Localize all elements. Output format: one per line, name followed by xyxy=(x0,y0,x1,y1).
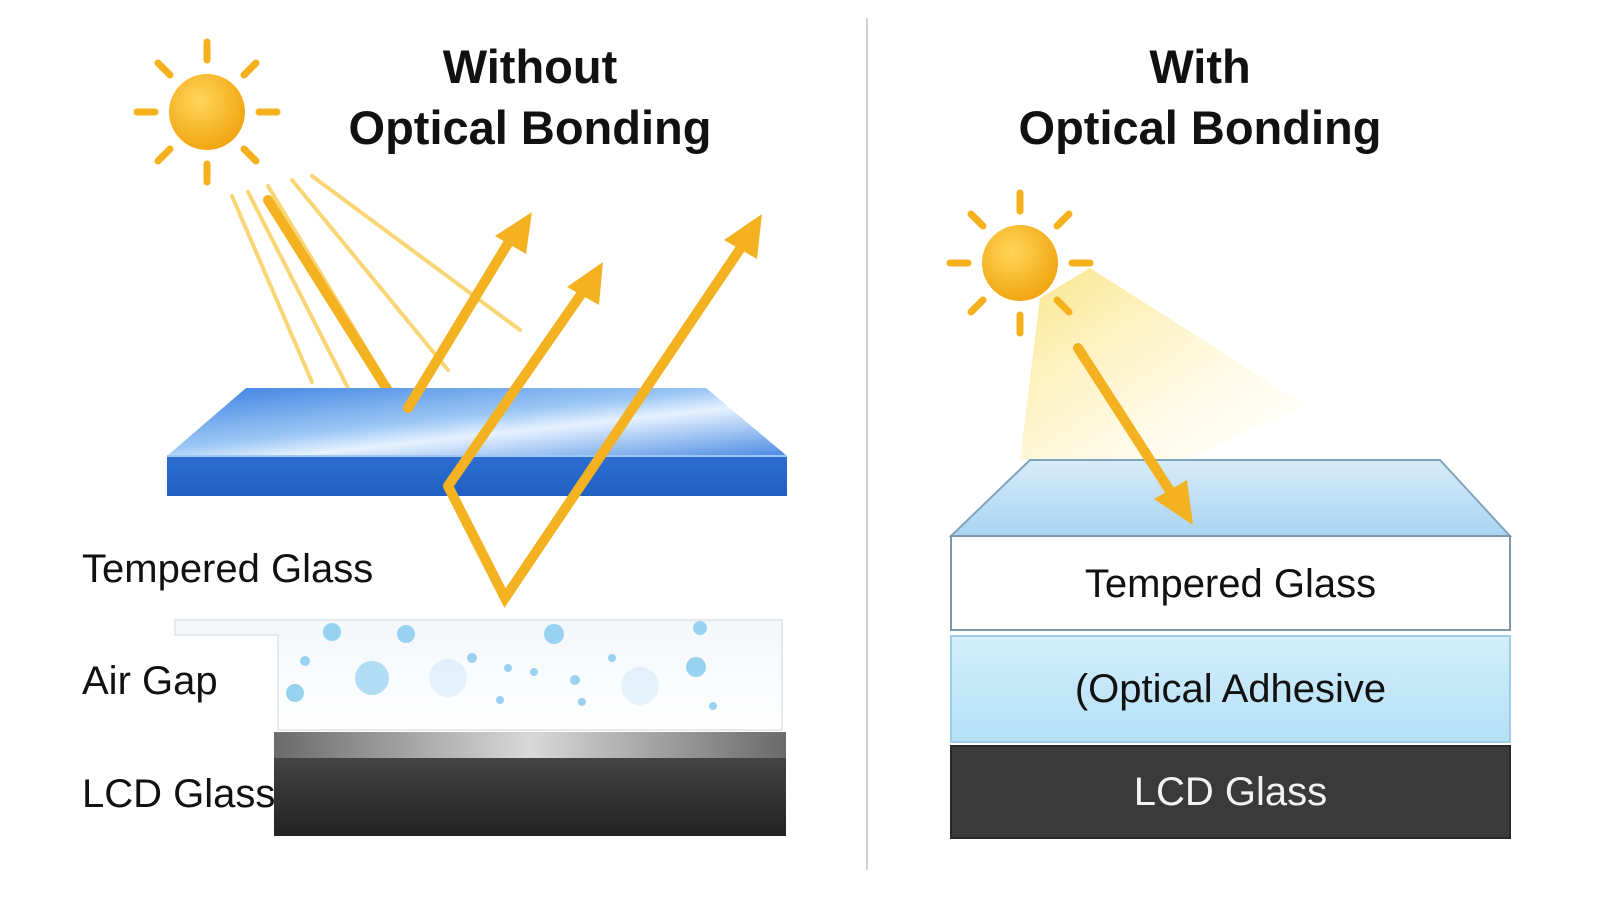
label-lcd-glass-right: LCD Glass xyxy=(1133,770,1328,814)
bonded-stack xyxy=(948,459,1513,839)
air-gap-layer xyxy=(174,619,783,731)
light-beam xyxy=(1020,268,1305,460)
optical-adhesive-layer xyxy=(950,635,1511,743)
left-title-line1: Without xyxy=(442,40,618,93)
reflected-arrows xyxy=(403,212,762,608)
label-lcd-glass-left: LCD Glass xyxy=(82,772,276,816)
label-optical-adhesive: (Optical Adhesive xyxy=(1074,667,1387,711)
right-title: With Optical Bonding xyxy=(1000,36,1400,158)
lcd-glass-layer-left xyxy=(274,732,786,836)
incoming-arrow xyxy=(1073,343,1193,525)
air-bubbles xyxy=(286,621,717,710)
label-air-gap: Air Gap xyxy=(82,659,218,703)
label-tempered-glass-left: Tempered Glass xyxy=(82,547,374,591)
arrow-icon xyxy=(1154,480,1193,525)
right-title-line1: With xyxy=(1149,40,1251,93)
arrow-icon xyxy=(495,212,532,254)
right-title-line2: Optical Bonding xyxy=(1018,101,1382,154)
sun-icon xyxy=(133,38,281,186)
label-tempered-glass-right: Tempered Glass xyxy=(1084,562,1377,606)
tempered-glass-layer-right xyxy=(950,535,1511,631)
arrow-icon xyxy=(567,262,603,305)
left-title: Without Optical Bonding xyxy=(330,36,730,158)
lcd-glass-layer-right xyxy=(950,745,1511,839)
arrow-icon xyxy=(724,214,762,259)
sun-icon xyxy=(946,189,1094,337)
left-title-line2: Optical Bonding xyxy=(348,101,712,154)
